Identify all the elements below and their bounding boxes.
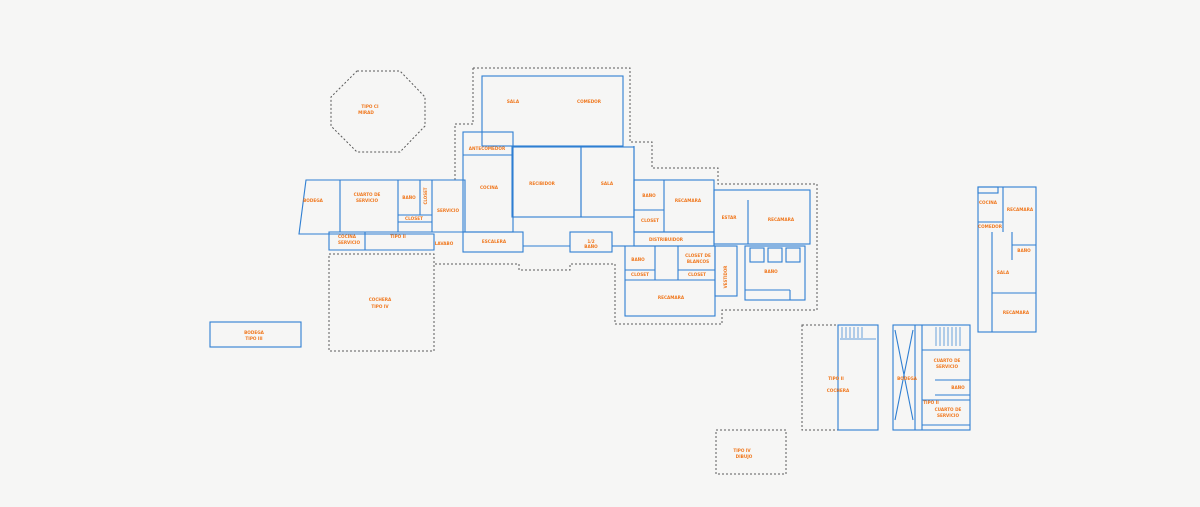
label-estar: ESTAR <box>722 215 738 220</box>
octagon-label-1: TIPO CI <box>361 104 379 109</box>
label-bano-serv: BAÑO <box>402 195 416 200</box>
label-closet-r3: CLOSET <box>631 272 649 277</box>
servant-building <box>892 324 971 431</box>
label-bano-r3: BAÑO <box>631 257 645 262</box>
label-sala-mid: SALA <box>601 181 614 186</box>
label-cuarto-servicio-1: CUARTO DE <box>354 192 381 197</box>
label-closet-r1: CLOSET <box>641 218 659 223</box>
label-tipo-ii-tall-2: COCHERA <box>827 388 850 393</box>
label-closet-blancos-1: CLOSET DE <box>685 253 711 258</box>
label-lavabo: LAVABO <box>435 241 454 246</box>
label-comedor-far: COMEDOR <box>978 224 1003 229</box>
label-servicio: SERVICIO <box>437 208 460 213</box>
far-right-building <box>977 186 1037 333</box>
label-cochera-2: TIPO IV <box>371 304 389 309</box>
label-cocina-servicio-1: COCINA <box>338 234 357 239</box>
label-recamara-r1: RECAMARA <box>675 198 702 203</box>
label-bodega-stair: BODEGA <box>897 376 918 381</box>
octagon-gazebo: TIPO CI MIRAD <box>330 70 426 153</box>
label-comedor-top: COMEDOR <box>577 99 602 104</box>
label-closet-vertical: CLOSET <box>423 187 428 204</box>
label-bodega-sm-1: BODEGA <box>244 330 265 335</box>
label-cuarto-serv2-2: SERVICIO <box>936 364 959 369</box>
label-distribuidor: DISTRIBUIDOR <box>649 237 684 242</box>
label-bano-s2: BAÑO <box>951 385 965 390</box>
label-medio-bano-2: BAÑO <box>584 244 598 249</box>
label-closet-r3b: CLOSET <box>688 272 706 277</box>
label-tipo-iv-sm-1: TIPO IV <box>733 448 751 453</box>
label-antecomedor: ANTECOMEDOR <box>469 146 506 151</box>
label-cocina: COCINA <box>480 185 499 190</box>
label-bodega-sm-2: TIPO III <box>245 336 263 341</box>
cochera-outline <box>328 253 435 352</box>
label-sala-top: SALA <box>507 99 520 104</box>
label-bano-r4: BAÑO <box>764 269 778 274</box>
tipo-iv-small-outline <box>715 429 787 475</box>
bodega-box <box>209 321 302 348</box>
label-vestidor: VESTIDOR <box>723 266 728 289</box>
label-recibidor: RECIBIDOR <box>529 181 556 186</box>
octagon-label-2: MIRAD <box>358 110 374 115</box>
label-cuarto-serv3-1: CUARTO DE <box>935 407 962 412</box>
label-cocina-far: COCINA <box>979 200 998 205</box>
label-cuarto-serv3-2: SERVICIO <box>937 413 960 418</box>
main-house-outline <box>329 67 818 325</box>
label-escalera: ESCALERA <box>482 239 507 244</box>
label-medio-bano-1: 1/2 <box>587 239 594 244</box>
label-recamara-r3: RECAMARA <box>658 295 685 300</box>
label-bodega: BODEGA <box>303 198 324 203</box>
label-recamara-far1: RECAMARA <box>1007 207 1034 212</box>
label-tipo-ii-tall-1: TIPO II <box>828 376 844 381</box>
label-tipo-iv-sm-2: DIBUJO <box>736 454 753 459</box>
label-closet-blancos-2: BLANCOS <box>687 259 709 264</box>
label-bano-r1: BAÑO <box>642 193 656 198</box>
label-tipo-ii: TIPO II <box>390 234 406 239</box>
label-cocina-servicio-2: SERVICIO <box>338 240 361 245</box>
main-house-walls <box>298 75 811 317</box>
label-recamara-far2: RECAMARA <box>1003 310 1030 315</box>
label-closet-serv: CLOSET <box>405 216 423 221</box>
stair-hatch-1 <box>840 327 876 340</box>
label-sala-far: SALA <box>997 270 1010 275</box>
label-tipo-ii-s2: TIPO II <box>923 400 939 405</box>
label-cuarto-serv2-1: CUARTO DE <box>934 358 961 363</box>
room-labels: SALA COMEDOR ANTECOMEDOR COCINA RECIBIDO… <box>244 99 1034 459</box>
label-cochera-1: COCHERA <box>369 297 392 302</box>
label-bano-far: BAÑO <box>1017 248 1031 253</box>
label-recamara-r2: RECAMARA <box>768 217 795 222</box>
label-cuarto-servicio-2: SERVICIO <box>356 198 379 203</box>
